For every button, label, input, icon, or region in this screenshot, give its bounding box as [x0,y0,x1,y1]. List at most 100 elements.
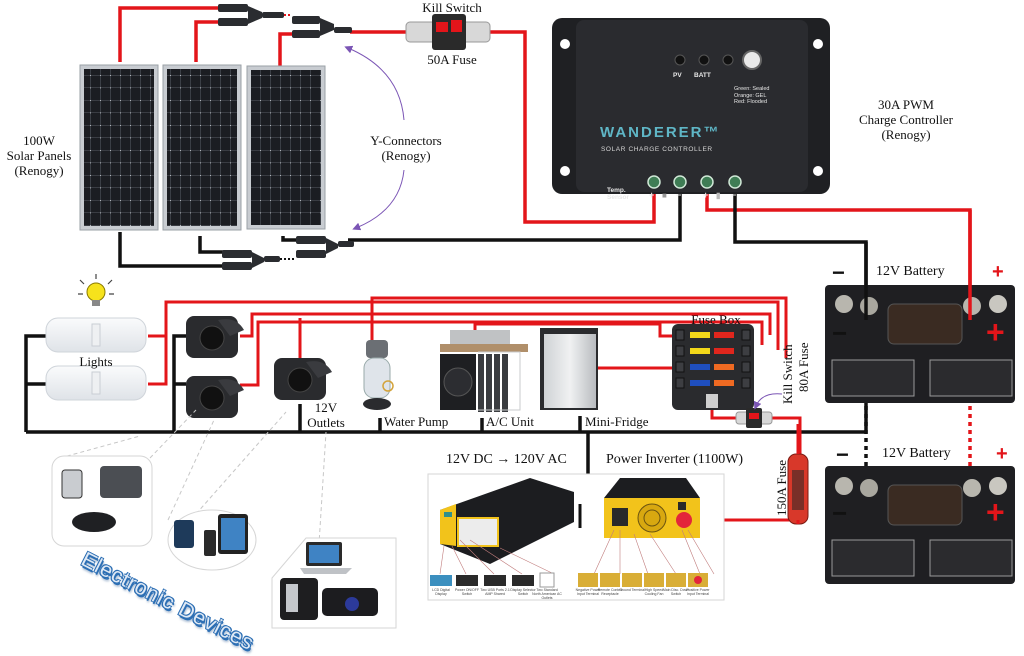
light-fixture-2 [45,365,147,401]
inverter-spec-panel [427,473,725,601]
outlet-1 [186,316,244,358]
fuse-150a-label: 150A Fuse [774,460,789,516]
y-connector-top-2 [292,16,352,38]
y-connector-arrow-top [344,45,405,121]
water-pump-label: Water Pump [384,414,449,429]
callout-remote-receptacle: Remote Control Receptacle [597,588,623,596]
callout-ground-terminal: Ground Terminal [619,588,645,592]
outlets-label: 12V Outlets [304,400,348,430]
bulb-icon [78,274,114,306]
temp-sensor-line: Temp. [607,187,626,194]
led-batt-label: BATT [694,72,711,79]
fuse-box-label: Fuse Box [691,312,741,327]
battery-1 [825,285,1015,403]
terminal-pv-minus: − [676,190,682,200]
callout-main-switch: Main Disc. Down Switch [662,588,690,596]
y-connectors-label: Y-Connectors (Renogy) [354,133,458,163]
kill-switch-50a-icon [405,14,491,50]
charge-controller-label: 30A PWM Charge Controller (Renogy) [842,97,970,142]
minus-sign-icon: − [836,442,849,467]
fuse-150a-icon [787,453,809,525]
battery-type-legend: Green: Sealed Orange: GEL Red: Flooded [734,86,769,106]
charge-controller-label-line: Charge Controller [859,112,953,127]
mini-fridge-label: Mini-Fridge [585,414,649,429]
light-fixture-1 [45,317,147,353]
led-pv-label: PV [673,72,682,79]
solar-negative-wires [118,190,682,268]
callout-lcd: LCD Digital Display [432,588,450,596]
y-connector-top-1 [218,4,284,26]
charge-controller-label-line: 30A PWM [878,97,934,112]
ac-unit [440,330,528,412]
inverter-rear [604,478,700,538]
battery-1-label: 12V Battery [876,264,945,279]
callout-display-selector: Display Selector Switch [510,588,536,596]
dc-ac-label: 12V DC → 120V AC [446,452,567,467]
battery-2 [825,466,1015,584]
plus-sign-icon: + [986,494,1005,530]
pv-panel-icon: ■ [662,191,667,200]
solar-panels-label-line: Solar Panels [6,148,72,163]
terminal-screws [647,175,742,189]
device-group-kitchen [51,455,153,547]
mini-fridge [540,328,598,410]
solar-positive-wires [118,6,656,224]
battery-type-gel: Orange: GEL [734,92,767,99]
device-group-appliances [271,537,397,629]
fuse-50a-label: 50A Fuse [427,52,477,67]
outlet-3 [274,358,332,400]
callout-cooling-fan: High Speed Cooling Fan [644,588,664,596]
callout-ac-outlets: Two Standard North American AC Outlets [532,588,562,600]
temp-sensor-label: Temp. Sensor [607,187,629,201]
controller-subtitle: SOLAR CHARGE CONTROLLER [601,146,713,153]
outlets-label-line: 12V [314,400,338,415]
terminal-batt-minus: − [731,190,737,200]
callout-positive-terminal: Positive Power Input Terminal [686,588,710,596]
inverter-callout-icons [430,572,708,588]
battery-type-flooded: Red: Flooded [734,99,768,105]
terminal-batt-plus: + [703,190,709,200]
battery-2-label: 12V Battery [882,446,951,461]
solar-panel-2 [162,64,242,231]
terminal-pv-plus: + [649,190,655,200]
minus-sign-icon: − [832,498,848,528]
y-connector-arrow-bottom [352,169,405,231]
power-inverter-label: Power Inverter (1100W) [606,452,744,467]
minus-sign-icon: − [832,318,848,348]
positive-load-wires [148,296,802,522]
kill-switch-50a-label: Kill Switch [422,0,482,15]
y-connectors-label-line: Y-Connectors [370,133,442,148]
callout-power-switch: Power ON/OFF Switch [454,588,480,596]
fuse-box [672,324,754,410]
charge-controller-label-line: (Renogy) [881,127,931,142]
water-pump [363,340,394,410]
plus-sign-icon: + [992,261,1004,283]
outlet-2 [186,376,244,418]
device-group-mobile [167,509,257,571]
lights-label: Lights [79,354,113,369]
battery-type-sealed: Green: Sealed [734,86,770,92]
y-connector-bottom-2 [296,236,354,258]
ac-unit-label: A/C Unit [486,414,535,429]
y-connectors-label-line: (Renogy) [381,148,431,163]
solar-panels-label: 100W Solar Panels (Renogy) [0,133,78,178]
y-connector-bottom-1 [222,250,280,270]
kill-switch-80a-arrow [753,393,783,410]
kill-switch-80a-label: Kill Switch [780,344,795,404]
callout-usb: Two USB Ports 2.1 AMP Shared [480,588,510,596]
charge-controller [552,18,830,194]
solar-panel-3 [246,65,326,230]
wiring-diagram [24,4,1015,629]
fuse-80a-label: 80A Fuse [796,342,811,392]
solar-panel-1 [79,64,159,231]
callout-negative-terminal: Negative Power Input Terminal [575,588,601,596]
outlets-label-line: Outlets [307,415,345,430]
kill-switch-80a-icon [735,408,773,428]
inverter-callout-lines [439,529,715,575]
plus-sign-icon: + [996,443,1008,465]
plus-sign-icon: + [986,314,1005,350]
controller-brand: WANDERER™ [600,124,721,141]
temp-sensor-line: Sensor [607,194,630,201]
minus-sign-icon: − [832,260,845,285]
solar-panels-label-line: 100W [23,133,55,148]
